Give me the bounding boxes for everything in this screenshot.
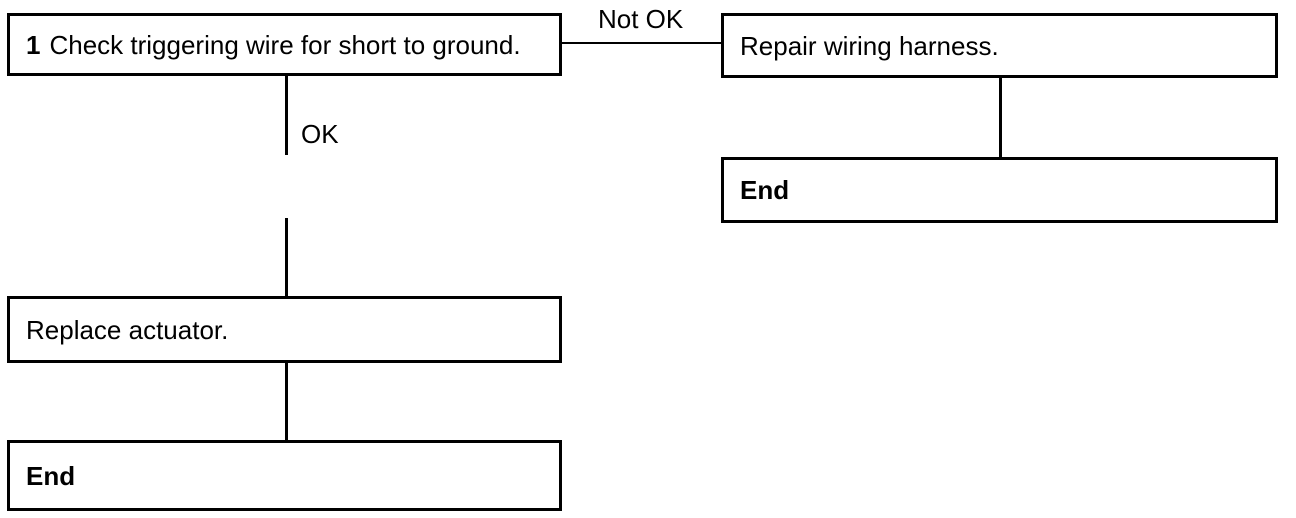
connector-ok-lower <box>285 218 288 297</box>
connector-repair-end <box>999 78 1002 158</box>
branch-label-not-ok: Not OK <box>598 4 684 34</box>
step-repair-text: Repair wiring harness. <box>740 30 999 61</box>
connector-not-ok <box>562 42 723 44</box>
step-replace-box: Replace actuator. <box>7 296 562 363</box>
end-text-repair: End <box>740 175 790 205</box>
end-text-replace: End <box>26 460 76 491</box>
end-box-repair: End <box>721 157 1278 223</box>
step-check-text: Check triggering wire for short to groun… <box>49 29 521 60</box>
step-check-box: 1 Check triggering wire for short to gro… <box>7 13 562 76</box>
end-box-replace: End <box>7 440 562 511</box>
step-repair-box: Repair wiring harness. <box>721 13 1278 78</box>
branch-label-ok: OK <box>301 119 339 149</box>
step-replace-text: Replace actuator. <box>26 314 229 345</box>
step-number: 1 <box>26 29 41 60</box>
connector-ok-upper <box>285 76 288 155</box>
connector-replace-end <box>285 363 288 441</box>
